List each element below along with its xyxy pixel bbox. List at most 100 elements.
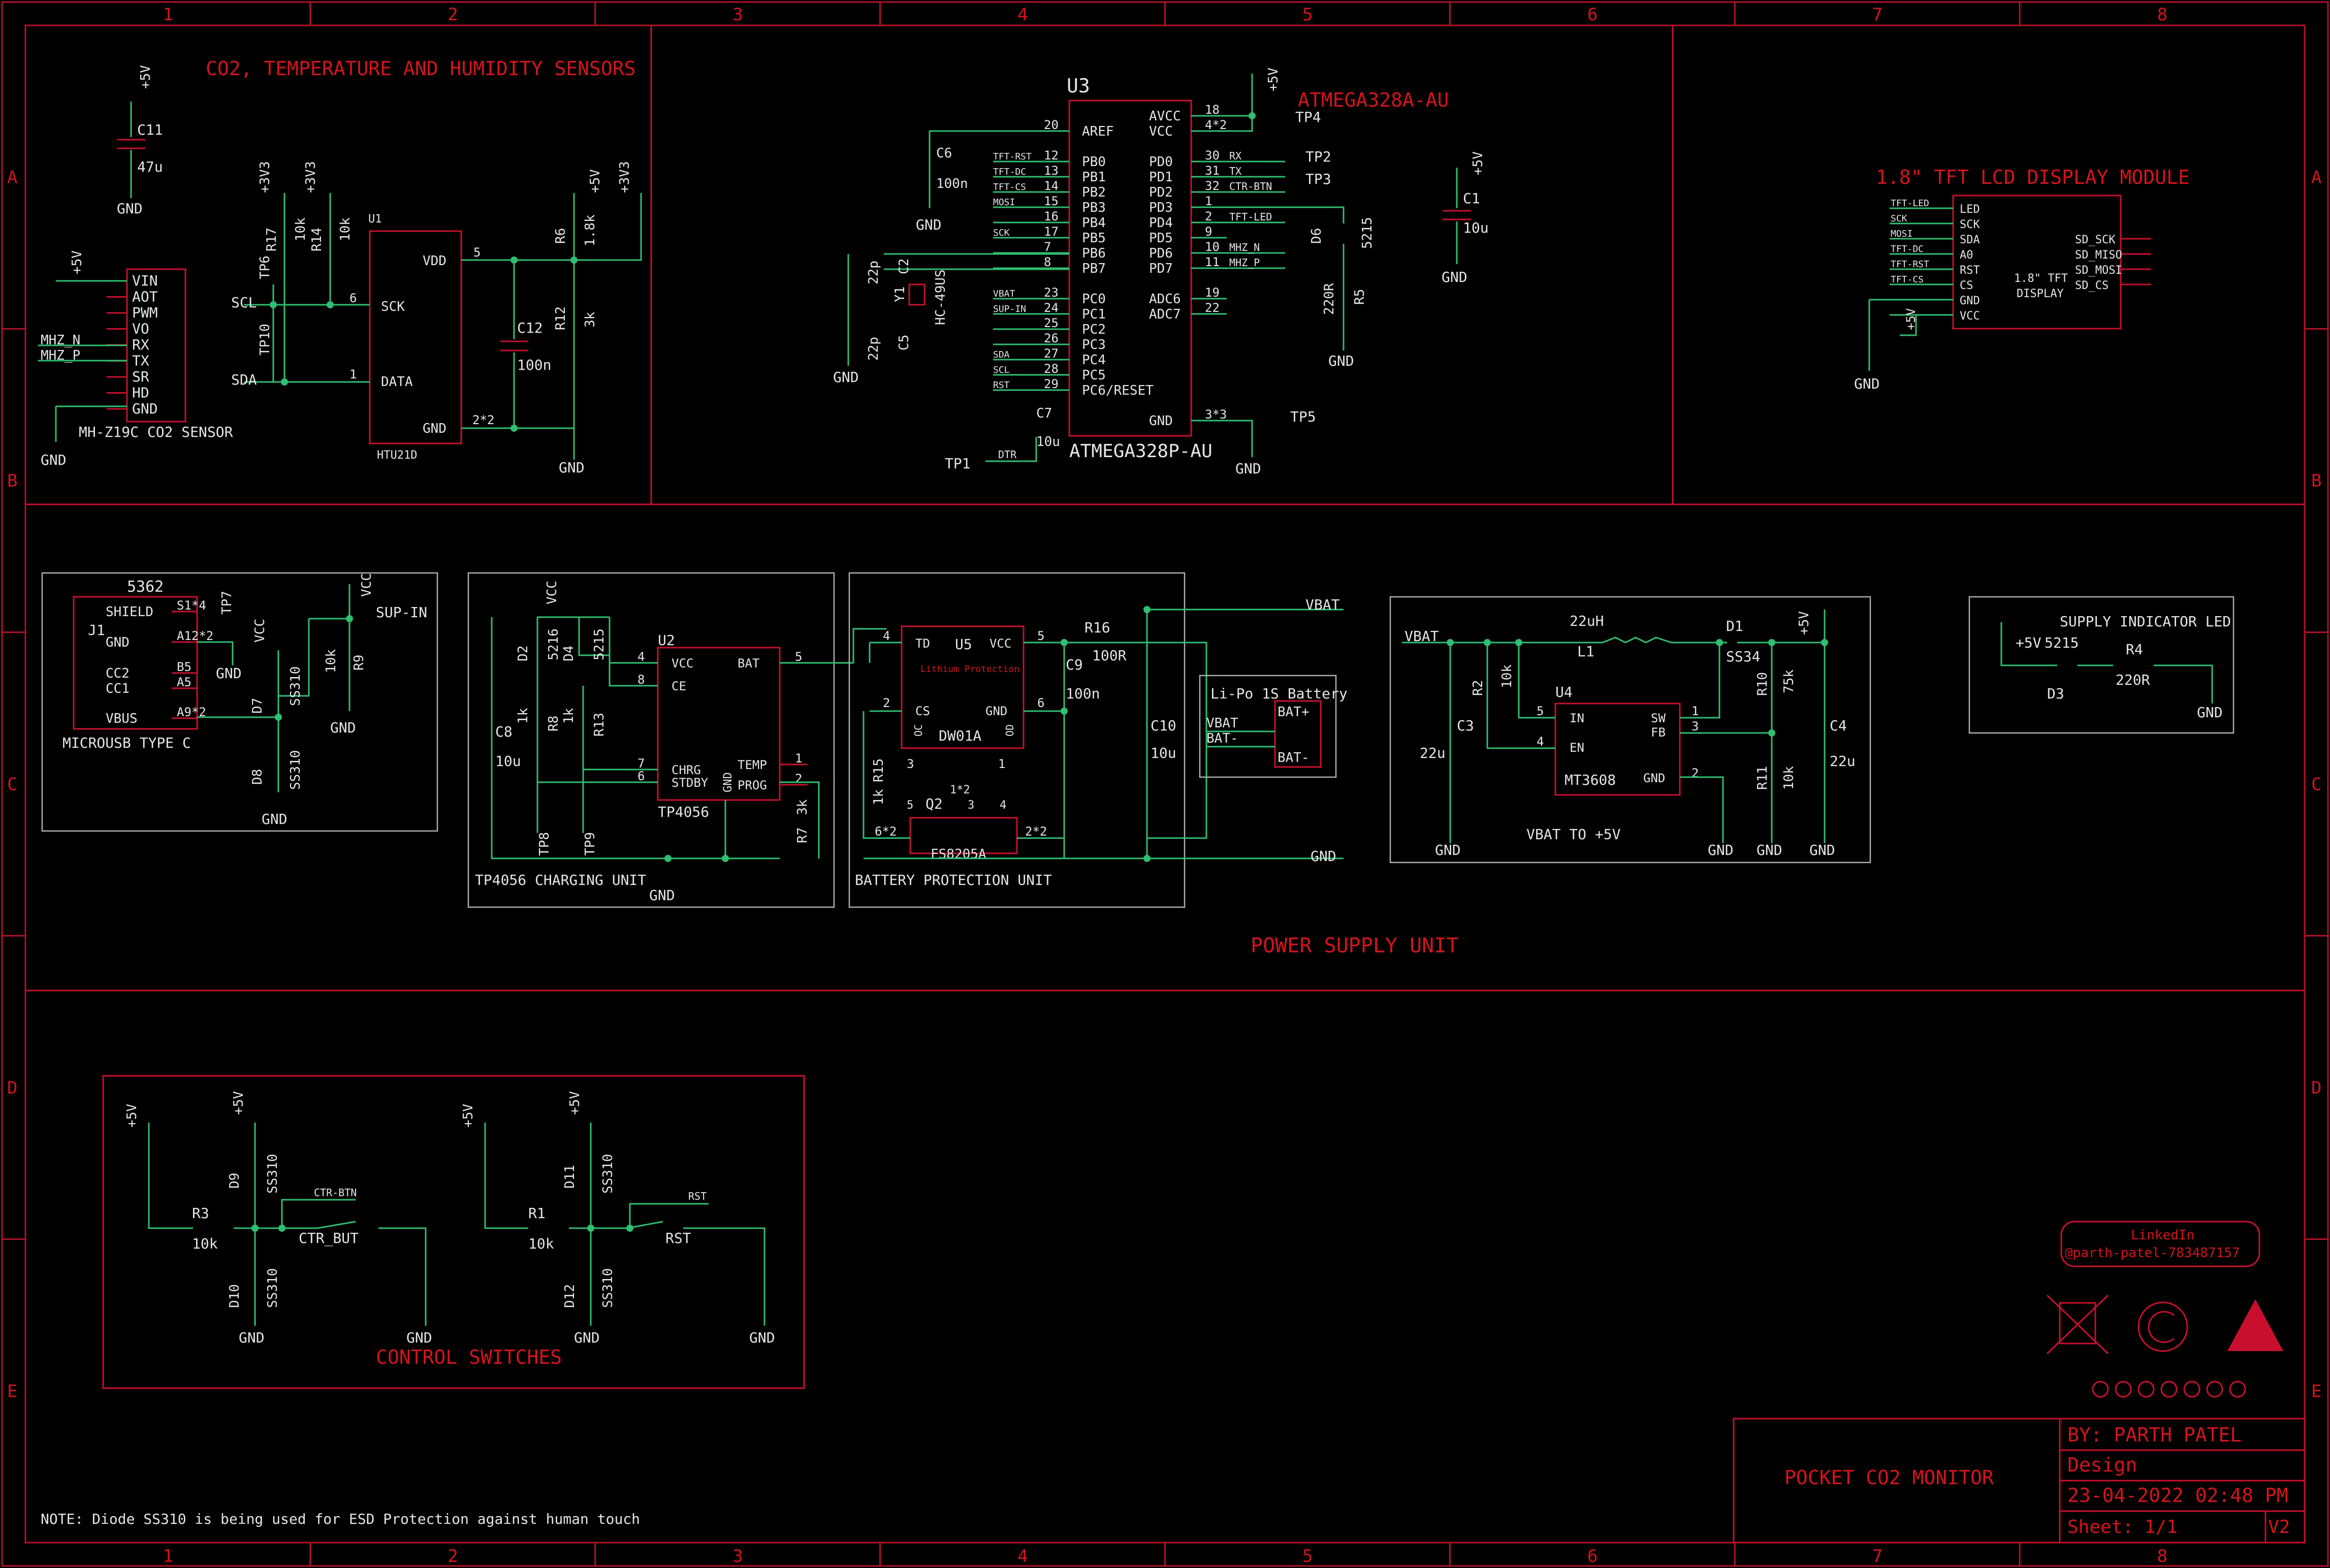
d1-ref: D1 [1726, 618, 1743, 634]
p5v-label-mcu: +5V [1266, 68, 1281, 91]
gnd-label-usb-1: GND [216, 665, 242, 682]
frame-col-label-bottom: 4 [1017, 1546, 1028, 1566]
logo-circle [2092, 1381, 2109, 1398]
gnd-label-sw2b: GND [749, 1329, 775, 1346]
design-label: Design [2067, 1454, 2137, 1476]
mt3608-num-gnd: 2 [1691, 766, 1699, 780]
frame-col-label-top: 7 [1872, 5, 1882, 25]
atmega-part: ATMEGA328P-AU [1069, 441, 1212, 462]
gnd-label-sw2a: GND [574, 1329, 600, 1346]
atmega-right-pin-label: AVCC [1149, 109, 1181, 124]
atmega-right-pin-num: 3*3 [1205, 407, 1227, 422]
frame-col-label-top: 6 [1587, 5, 1598, 25]
atmega-left-pin-num: 24 [1044, 301, 1059, 315]
atmega-right-pin-label: PD4 [1149, 215, 1173, 231]
atmega-right-pin-num: 11 [1205, 255, 1220, 269]
l1-ref: L1 [1577, 643, 1594, 660]
c10-value: 10u [1151, 745, 1176, 761]
copyright-logo [2137, 1301, 2188, 1352]
mhz-pin-label: RX [132, 336, 149, 353]
c8-ref: C8 [495, 723, 513, 740]
l1-value: 22uH [1570, 613, 1604, 629]
p3v3-label-a: +3V3 [258, 161, 273, 193]
tp4056-left-pin-num: 4 [637, 650, 645, 664]
atmega-left-pin-label: AREF [1082, 124, 1114, 139]
linkedin-badge: LinkedIn @parth-patel-783487157 [2060, 1221, 2260, 1267]
d8-ref: D8 [250, 769, 265, 785]
tft-left-net-label: SCK [1891, 213, 1907, 224]
atmega-block: U3 ATMEGA328P-AU AREF20PB012TFT-RSTPB113… [833, 68, 1375, 477]
p5v-label-boost: +5V [1797, 611, 1812, 635]
r7-value: 3k [795, 799, 810, 815]
c8-value: 10u [495, 753, 521, 770]
frame-col-label-top: 8 [2157, 5, 2167, 25]
d10-value: SS310 [265, 1268, 280, 1308]
htu21d-pin-gnd: GND [423, 421, 446, 436]
atmega-right-pin-label: VCC [1149, 124, 1173, 139]
atmega-right-pin-label: ADC7 [1149, 307, 1181, 322]
mt3608-pin-gnd: GND [1643, 771, 1665, 785]
tp10-label: TP10 [258, 324, 273, 356]
section-dividers [25, 25, 2305, 991]
version-label: V2 [2268, 1517, 2290, 1538]
r5-ref: R5 [1352, 289, 1367, 305]
frame-col-label-bottom: 1 [163, 1546, 173, 1566]
atmega-right-pin-label: ADC6 [1149, 292, 1181, 307]
switches-section-title: CONTROL SWITCHES [376, 1346, 562, 1368]
p5v-label-mhz: +5V [70, 250, 85, 274]
tft-label-2: DISPLAY [2017, 287, 2064, 300]
gnd-label-htu: GND [559, 459, 585, 476]
mhz-pin-label: AOT [132, 289, 158, 305]
frame-row-label-right: C [2311, 775, 2321, 795]
tp2-label: TP2 [1305, 148, 1331, 165]
p5v-label-sw1b: +5V [231, 1091, 246, 1115]
atmega-ref: U3 [1067, 75, 1090, 97]
r2-ref: R2 [1471, 680, 1486, 696]
d8-value: SS310 [288, 750, 303, 790]
mhz-pin-label: PWM [132, 304, 158, 321]
gnd-label-boost-1: GND [1435, 842, 1461, 858]
r1-value: 10k [528, 1235, 554, 1252]
r4-ref: R4 [2126, 641, 2143, 658]
atmega-left-pin-label: PC4 [1082, 353, 1106, 368]
dtr-label: DTR [998, 449, 1017, 461]
boost-title: VBAT TO +5V [1526, 826, 1621, 843]
usb-pin-label: VBUS [106, 711, 138, 726]
tp1-label: TP1 [945, 455, 971, 472]
mt3608-num-en: 4 [1537, 734, 1544, 749]
tp4056-left-pin-num: 7 [637, 756, 645, 771]
mt3608-part: MT3608 [1565, 772, 1616, 788]
tp4056-ref: U2 [658, 632, 675, 649]
htu21d-pin-data: DATA [381, 374, 413, 390]
d12-value: SS310 [600, 1268, 616, 1308]
atmega-left-pin-num: 12 [1044, 148, 1059, 163]
r12-value: 3k [583, 311, 598, 328]
tp5-label: TP5 [1290, 408, 1316, 425]
atmega-left-pin-label: PC2 [1082, 322, 1106, 337]
atmega-left-pin-label: PB2 [1082, 185, 1106, 200]
atmega-right-pin-label: PD1 [1149, 170, 1173, 185]
tft-right-pin-label: SD_MISO [2075, 249, 2122, 262]
usb-pin-num: A5 [177, 675, 191, 689]
tft-left-net-label: TFT-LED [1891, 198, 1929, 209]
atmega-left-pin-label: PC3 [1082, 337, 1106, 353]
frame-col-label-bottom: 7 [1872, 1546, 1882, 1566]
tp4056-block: U2 TP4056 TP4056 CHARGING UNIT VCC4CE8CH… [467, 572, 886, 908]
c6-ref: C6 [936, 146, 952, 161]
usb-ref: J1 [88, 622, 105, 638]
vcc-label-tp4056: VCC [545, 581, 560, 604]
c9-ref: C9 [1066, 656, 1083, 673]
d4-value: 5215 [592, 628, 607, 660]
d9-ref: D9 [227, 1173, 242, 1189]
rst-net-label: RST [688, 1190, 707, 1202]
atmega-right-pin-label: PD7 [1149, 261, 1173, 276]
gnd-label-c6: GND [916, 216, 942, 233]
d6-ref: D6 [1309, 228, 1324, 244]
q2-pin-62: 6*2 [875, 824, 897, 839]
frame-col-label-top: 2 [448, 5, 458, 25]
r2-value: 10k [1499, 664, 1515, 688]
tft-left-pin-label: LED [1960, 203, 1980, 216]
c3-ref: C3 [1457, 717, 1474, 734]
tp4056-left-pin-num: 8 [637, 673, 645, 687]
